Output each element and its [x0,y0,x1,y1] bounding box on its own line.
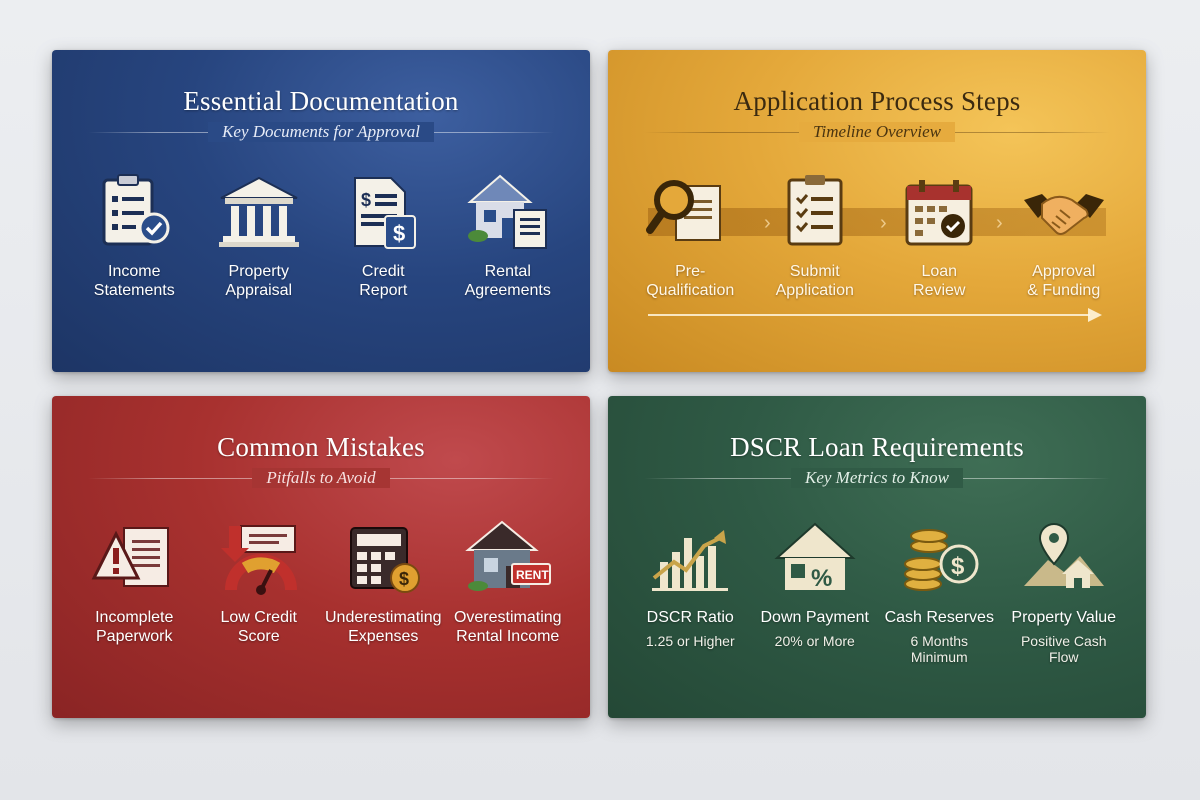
item-label-line-1: Submit [789,263,840,280]
magnifier-document-icon [642,168,738,256]
rent-house-icon: RENT [460,514,556,602]
item-label-line-2: Application [775,282,854,299]
item-label: Property Value [1011,609,1117,626]
item-label-line-2: Expenses [348,628,419,645]
item-label-line-2: Score [237,628,280,645]
card-title: Common Mistakes [217,432,425,462]
card-subtitle-text: Key Metrics to Know [790,468,963,488]
card-title: DSCR Loan Requirements [730,432,1024,462]
card-title: Essential Documentation [183,86,459,116]
svg-text:$: $ [361,190,371,210]
item-label: DSCR Ratio [646,609,734,626]
item-label-line-2: Rental Income [456,628,560,645]
application-process-card: Application Process Steps Timeline Overv… [608,50,1146,372]
item-label-line-1: Approval [1032,263,1096,280]
requirement-items: DSCR Ratio 1.25 or Higher % Down Payment… [628,514,1126,665]
item-value: 20% or More [774,633,855,649]
svg-text:$: $ [951,553,965,580]
chevron-right-icon: › [996,212,1003,234]
essential-documentation-card: Essential Documentation Key Documents fo… [52,50,590,372]
card-subtitle: Timeline Overview [608,122,1146,142]
item-label-line-1: Property [228,263,289,280]
calendar-check-icon [891,168,987,256]
card-subtitle: Pitfalls to Avoid [52,468,590,488]
item-label-line-1: Loan [921,263,958,280]
item-label-line-2: Qualification [646,282,735,299]
item-label: Cash Reserves [884,609,994,626]
checklist-icon [767,168,863,256]
item-label-line-2: & Funding [1027,282,1101,299]
arrow-right-icon [1088,308,1102,322]
coins-icon: $ [891,514,987,602]
card-subtitle-text: Pitfalls to Avoid [252,468,390,488]
bank-building-icon [211,168,307,256]
item-down-payment: % Down Payment 20% or More [756,514,874,665]
item-cash-reserves: $ Cash Reserves 6 Months Minimum [880,514,998,665]
item-label-line-1: Overestimating [453,609,562,626]
step-pre-qualification: Pre- Qualification [631,168,749,300]
warning-document-icon [86,514,182,602]
item-label-line-2: Paperwork [96,628,173,645]
item-label-line-1: Underestimating [325,609,442,626]
timeline-arrow-line [648,314,1090,316]
item-label-line-2: Report [359,282,408,299]
house-percent-icon: % [767,514,863,602]
card-subtitle: Key Metrics to Know [608,468,1146,488]
svg-text:%: % [811,565,832,592]
chevron-right-icon: › [880,212,887,234]
house-document-icon [460,168,556,256]
svg-text:RENT: RENT [516,568,549,582]
item-label: Down Payment [760,609,870,626]
item-label-line-1: Credit [361,263,405,280]
item-label-line-1: Low Credit [220,609,297,626]
handshake-icon [1016,168,1112,256]
item-value: Positive Cash Flow [1020,633,1107,665]
card-title: Application Process Steps [733,86,1021,116]
item-label-line-2: Review [913,282,966,299]
item-dscr-ratio: DSCR Ratio 1.25 or Higher [631,514,749,665]
bar-chart-icon [642,514,738,602]
credit-gauge-icon [211,514,307,602]
item-label-line-2: Appraisal [225,282,293,299]
calculator-icon: $ [335,514,431,602]
card-subtitle: Key Documents for Approval [52,122,590,142]
item-label-line-1: Pre- [675,263,706,280]
item-label-line-1: Rental [484,263,531,280]
step-approval-funding: Approval & Funding [1005,168,1123,300]
credit-report-icon: $ $ [335,168,431,256]
location-pin-icon [1016,514,1112,602]
card-subtitle-text: Timeline Overview [799,122,955,142]
card-subtitle-text: Key Documents for Approval [208,122,434,142]
svg-text:$: $ [393,221,405,246]
item-value: 1.25 or Higher [645,633,735,649]
chevron-right-icon: › [764,212,771,234]
item-label-line-2: Agreements [464,282,551,299]
clipboard-check-icon [86,168,182,256]
dscr-requirements-card: DSCR Loan Requirements Key Metrics to Kn… [608,396,1146,718]
common-mistakes-card: Common Mistakes Pitfalls to Avoid Incomp… [52,396,590,718]
item-label-line-2: Statements [93,282,175,299]
item-value: 6 Months Minimum [910,633,969,665]
svg-text:$: $ [399,569,409,589]
timeline-band [648,208,1106,236]
item-property-value: Property Value Positive Cash Flow [1005,514,1123,665]
item-label-line-1: Incomplete [95,609,174,626]
item-label-line-1: Income [108,263,161,280]
